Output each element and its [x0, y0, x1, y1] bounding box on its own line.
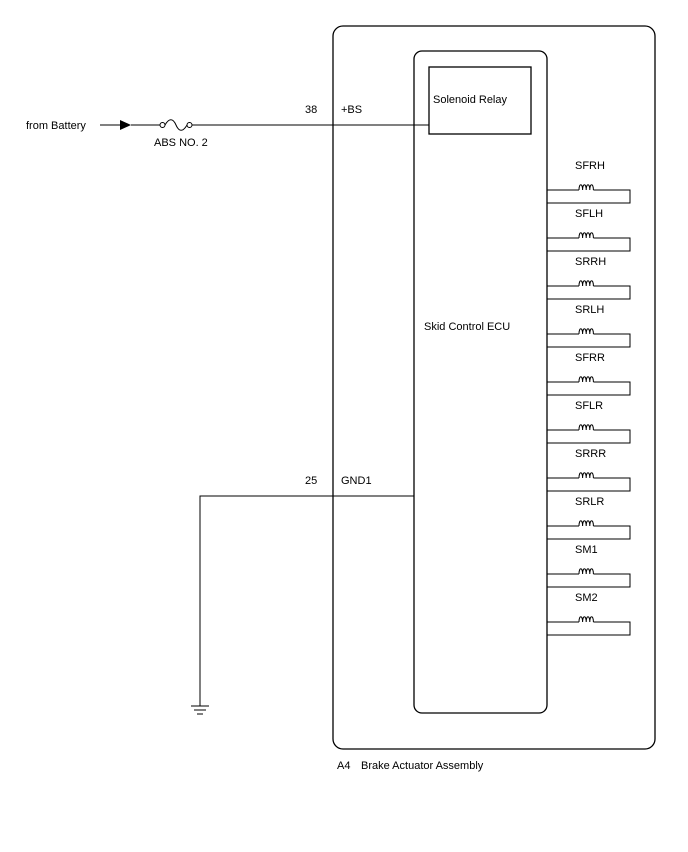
coil-icon [578, 232, 594, 239]
battery-label: from Battery [26, 120, 86, 132]
coil-icon [578, 376, 594, 383]
solenoid-relay-label: Solenoid Relay [433, 94, 507, 106]
solenoid-srlh: SRLH [547, 304, 631, 348]
coil-icon [578, 616, 594, 623]
solenoid-srrr: SRRR [547, 448, 631, 492]
solenoid-label: SRLH [575, 304, 604, 316]
bs-pin-name: +BS [341, 104, 362, 116]
coil-icon [578, 568, 594, 575]
coil-icon [578, 184, 594, 191]
solenoid-sflr: SFLR [547, 400, 631, 444]
gnd-wire [199, 495, 414, 706]
assembly-code: A4 [337, 760, 350, 772]
solenoid-sm2: SM2 [547, 592, 631, 636]
solenoid-label: SRRH [575, 256, 606, 268]
fuse-icon [131, 119, 193, 131]
coil-icon [578, 424, 594, 431]
bs-pin-number: 38 [305, 104, 317, 116]
assembly-box [332, 25, 656, 750]
assembly-name: Brake Actuator Assembly [361, 760, 484, 772]
ground-icon [191, 705, 209, 715]
solenoid-label: SRRR [575, 448, 606, 460]
solenoid-label: SM1 [575, 544, 598, 556]
solenoid-relay-box [428, 66, 532, 135]
solenoid-srlr: SRLR [547, 496, 631, 540]
solenoid-label: SFLR [575, 400, 603, 412]
ecu-label: Skid Control ECU [424, 321, 510, 333]
gnd-pin-number: 25 [305, 475, 317, 487]
coil-icon [578, 472, 594, 479]
solenoid-sm1: SM1 [547, 544, 631, 588]
solenoid-label: SFRR [575, 352, 605, 364]
solenoid-srrh: SRRH [547, 256, 631, 300]
ecu-box [413, 50, 548, 714]
coil-icon [578, 328, 594, 335]
battery-arrow-icon [120, 120, 131, 130]
solenoid-label: SM2 [575, 592, 598, 604]
solenoid-sfrh: SFRH [547, 160, 631, 204]
solenoid-label: SFRH [575, 160, 605, 172]
coil-icon [578, 520, 594, 527]
solenoid-sflh: SFLH [547, 208, 631, 252]
coil-icon [578, 280, 594, 287]
fuse-label: ABS NO. 2 [154, 137, 208, 149]
solenoid-label: SRLR [575, 496, 604, 508]
gnd-pin-name: GND1 [341, 475, 372, 487]
solenoid-sfrr: SFRR [547, 352, 631, 396]
solenoid-label: SFLH [575, 208, 603, 220]
